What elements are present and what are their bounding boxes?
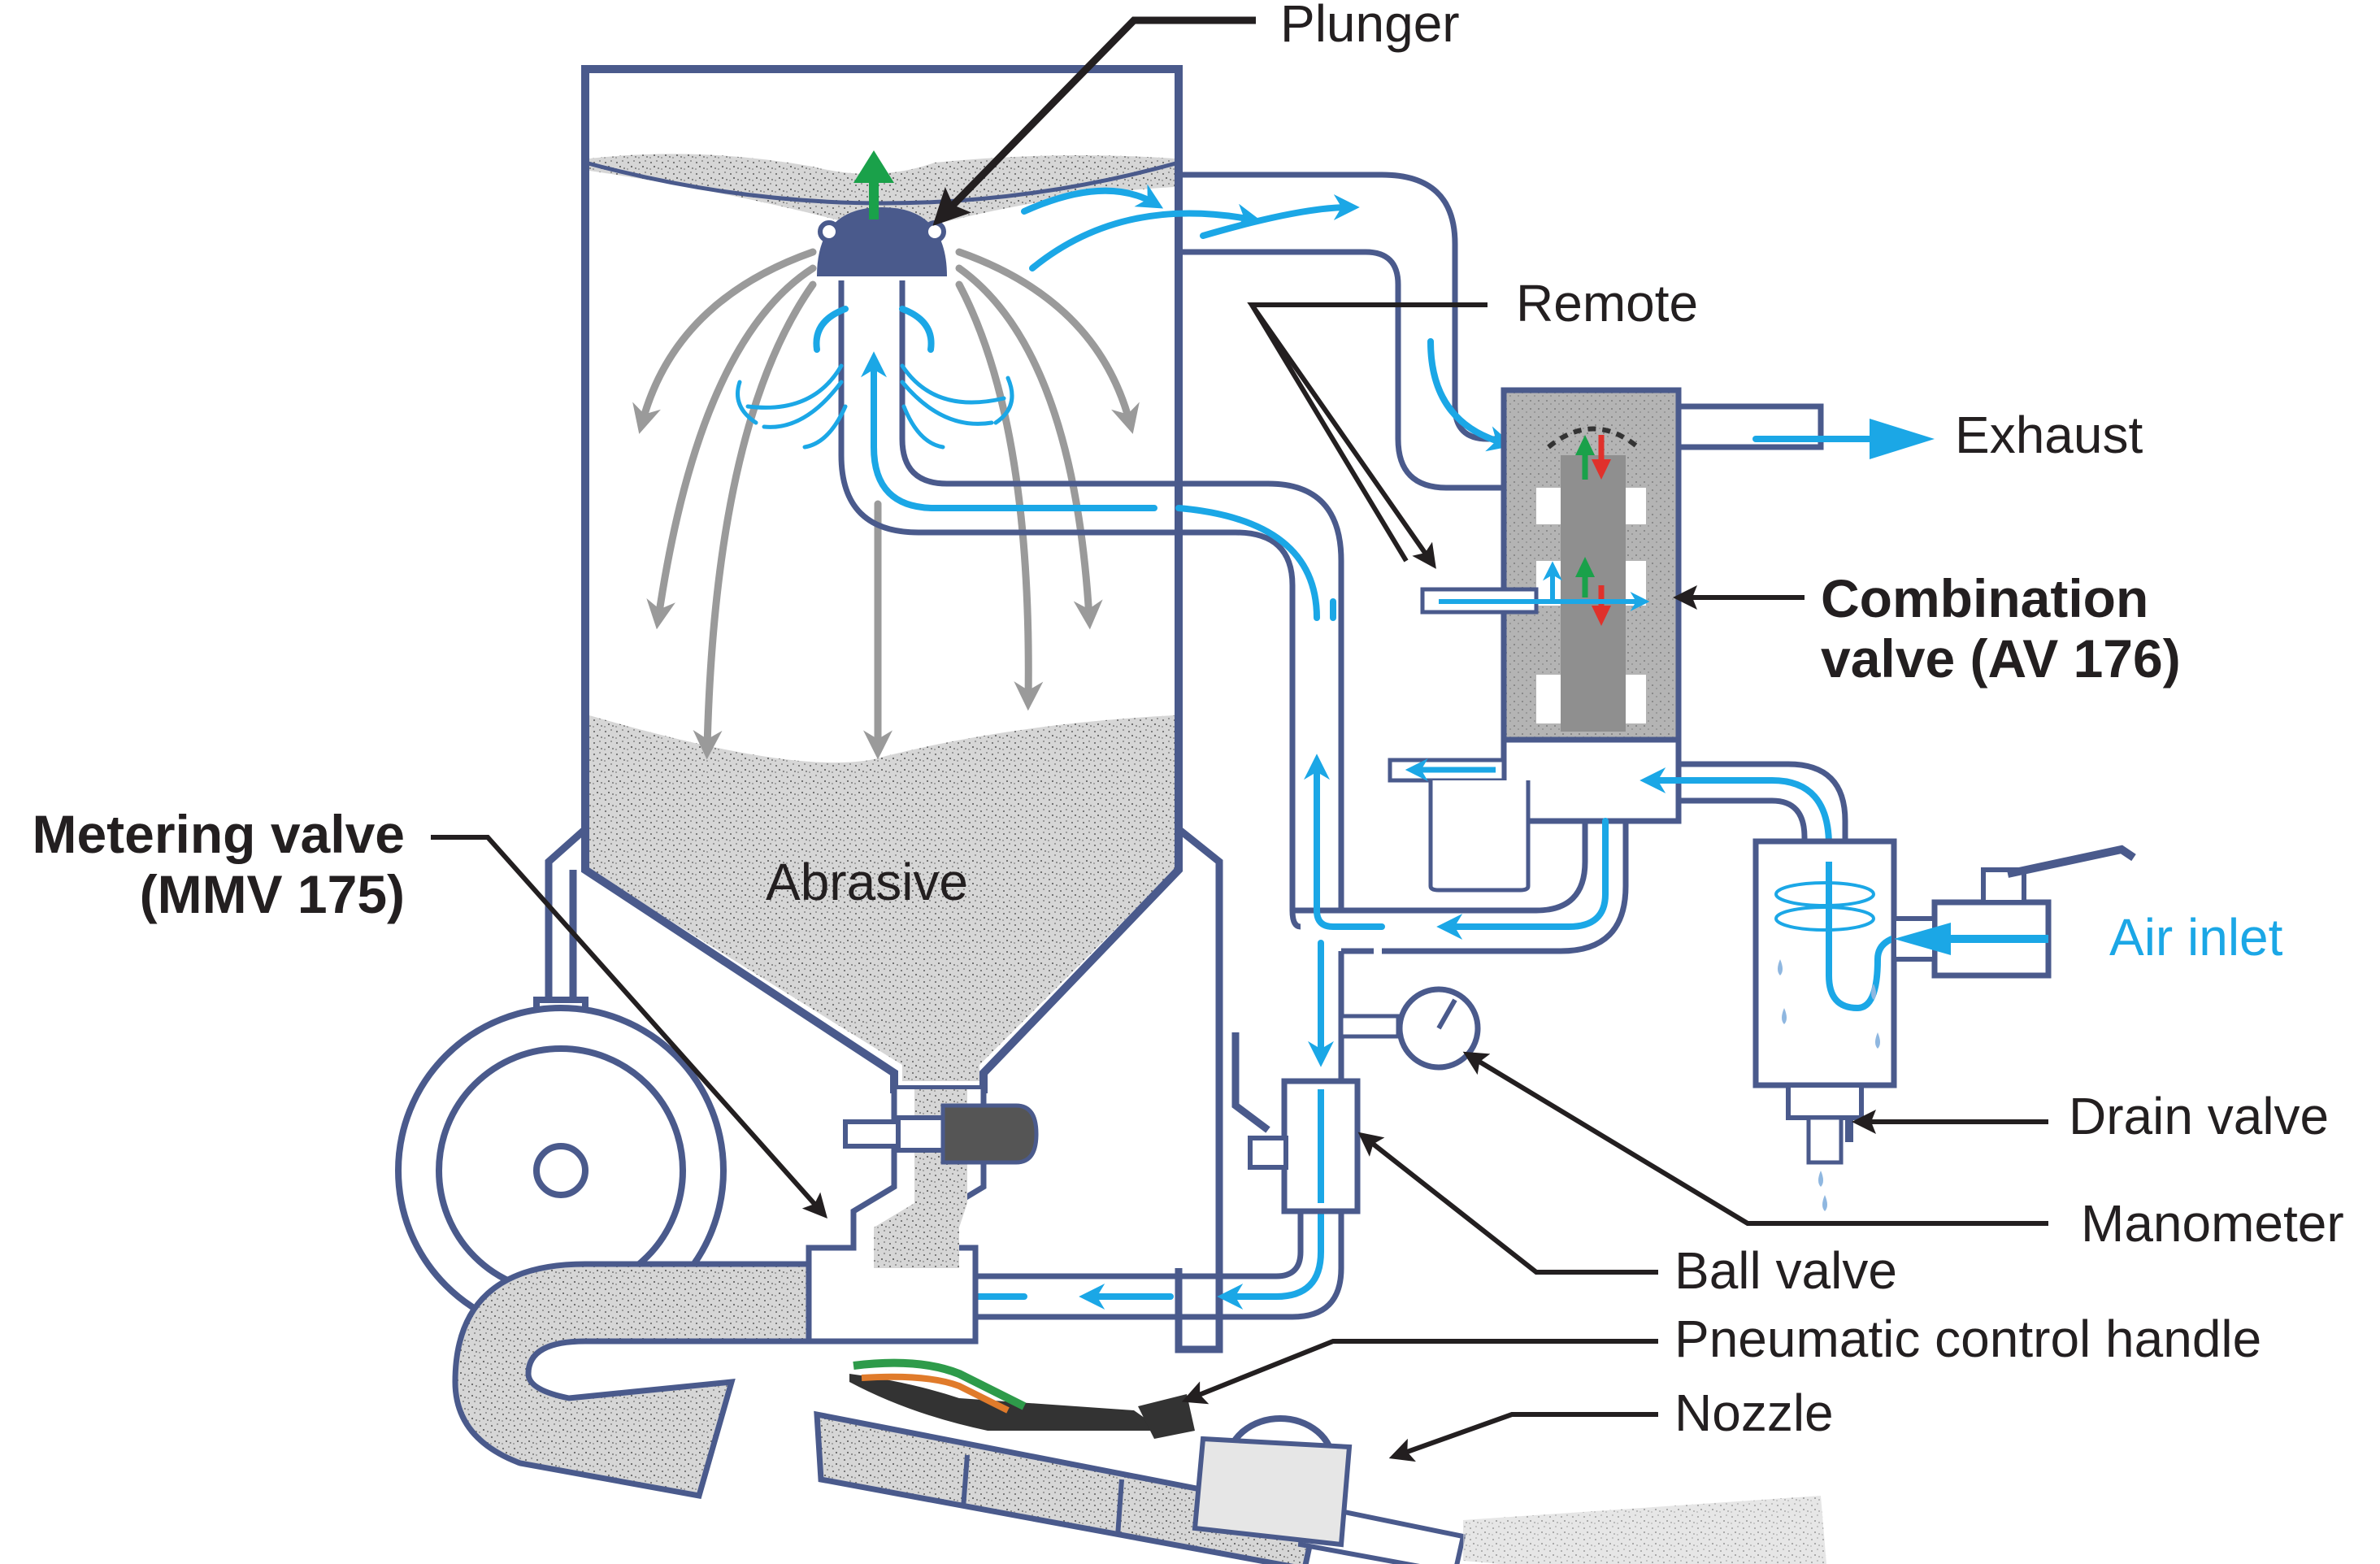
water-separator [1752, 838, 1935, 1211]
inlet-pipe [1679, 761, 1848, 862]
metering-valve [806, 1089, 1039, 1345]
supply-flow [924, 505, 1832, 1310]
leader-lines [431, 16, 2048, 1462]
label-combination-valve-line1: Combination [1821, 568, 2149, 628]
label-nozzle: Nozzle [1674, 1384, 1834, 1442]
grey-flow-arrows [632, 248, 1140, 760]
label-manometer: Manometer [2081, 1194, 2344, 1253]
label-plunger: Plunger [1280, 0, 1460, 53]
air-inlet-valve [1891, 845, 2136, 979]
exhaust-flow [1021, 184, 1896, 452]
label-metering-valve-line1: Metering valve [32, 804, 405, 864]
label-remote: Remote [1516, 274, 1699, 332]
label-drain-valve: Drain valve [2069, 1087, 2330, 1145]
label-combination-valve-line2: valve (AV 176) [1821, 628, 2181, 689]
label-abrasive: Abrasive [766, 853, 968, 911]
label-metering-valve-line2: (MMV 175) [139, 863, 405, 924]
label-pneumatic-control-handle: Pneumatic control handle [1674, 1310, 2262, 1368]
label-ball-valve: Ball valve [1674, 1241, 1897, 1300]
combination-valve [1501, 387, 1682, 824]
exhaust-arrowhead [1870, 419, 1935, 459]
label-air-inlet: Air inlet [2109, 908, 2283, 967]
air-swirls [736, 363, 1014, 450]
ball-valve [1231, 1032, 1361, 1214]
plunger-supply-pipe [838, 280, 1162, 536]
pneumatic-control-handle [849, 1358, 1195, 1439]
exhaust-filter [1388, 758, 1531, 893]
manometer [1339, 986, 1481, 1071]
nozzle [1192, 1415, 1353, 1548]
plunger [817, 150, 947, 276]
abrasive-spray [1463, 1496, 1826, 1564]
label-exhaust: Exhaust [1955, 406, 2143, 464]
supply-pipe-network [975, 480, 1629, 1320]
plunger-flow [813, 306, 1157, 511]
label-metering-valve: Metering valve (MMV 175) [0, 804, 405, 925]
label-combination-valve: Combination valve (AV 176) [1821, 568, 2181, 689]
remote-line [1420, 561, 1650, 615]
